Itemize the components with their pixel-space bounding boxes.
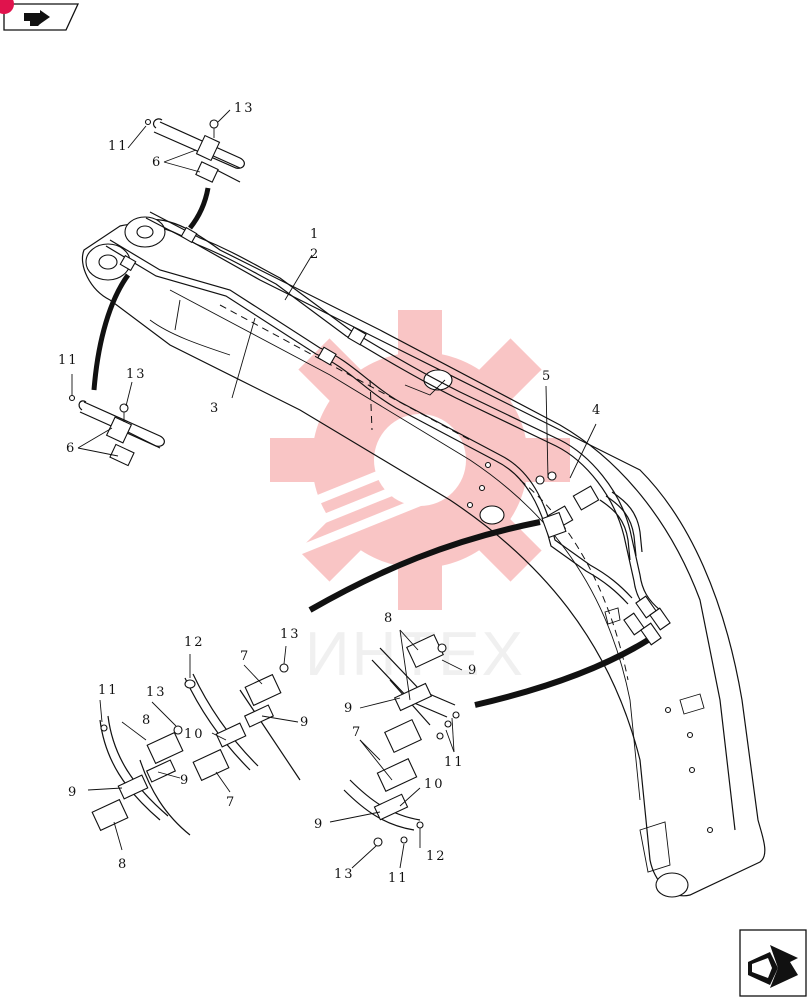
- callout-9: 9: [180, 773, 190, 788]
- callout-3: 3: [210, 401, 220, 416]
- callout-10: 10: [424, 777, 445, 792]
- callout-9: 9: [300, 715, 310, 730]
- arrow-back-icon: [24, 10, 50, 26]
- detail-d-double-clamp: [184, 663, 301, 782]
- callout-9: 9: [344, 701, 354, 716]
- callout-11: 11: [58, 353, 79, 368]
- callout-12: 12: [184, 635, 205, 650]
- prev-page-button[interactable]: [0, 0, 80, 31]
- callout-11: 11: [108, 139, 129, 154]
- next-page-button[interactable]: [739, 929, 807, 997]
- callout-6: 6: [152, 155, 162, 170]
- callout-11: 11: [98, 683, 119, 698]
- callout-10: 10: [184, 727, 205, 742]
- callout-13: 13: [126, 367, 147, 382]
- page-marker-dot: [0, 0, 14, 14]
- gear-logo-icon: [255, 310, 570, 610]
- callout-7: 7: [240, 649, 250, 664]
- detail-c-double-clamp: [91, 715, 191, 836]
- callout-9: 9: [468, 663, 478, 678]
- detail-e-clamp-assembly: [343, 633, 460, 847]
- hydraulic-pipe-lines: [105, 211, 671, 646]
- callout-5: 5: [542, 369, 552, 384]
- callout-6: 6: [66, 441, 76, 456]
- callout-7: 7: [226, 795, 236, 810]
- callout-13: 13: [234, 101, 255, 116]
- callout-13: 13: [334, 867, 355, 882]
- callout-4: 4: [592, 403, 602, 418]
- callout-9: 9: [68, 785, 78, 800]
- detail-leader-arrows: [91, 187, 650, 708]
- callout-labels: 1 2 3 4 5 13 11 6 11 13 6 12 13 7 10 9 7…: [58, 101, 602, 886]
- pipe-end-fittings: [535, 471, 671, 646]
- callout-13: 13: [146, 685, 167, 700]
- callout-11: 11: [444, 755, 465, 770]
- detail-b-pipe-clamp: [68, 394, 165, 467]
- callout-8: 8: [384, 611, 394, 626]
- callout-1: 1: [310, 227, 320, 242]
- callout-8: 8: [142, 713, 152, 728]
- boom-arm-body: [81, 216, 766, 898]
- callout-7: 7: [352, 725, 362, 740]
- callout-11: 11: [388, 871, 409, 886]
- callout-8: 8: [118, 857, 128, 872]
- leader-lines: [71, 109, 597, 869]
- callout-12: 12: [426, 849, 447, 864]
- callout-9: 9: [314, 817, 324, 832]
- callout-2: 2: [310, 247, 320, 262]
- callout-13: 13: [280, 627, 301, 642]
- arrow-forward-icon: [748, 945, 798, 988]
- detail-a-pipe-clamp: [144, 118, 245, 183]
